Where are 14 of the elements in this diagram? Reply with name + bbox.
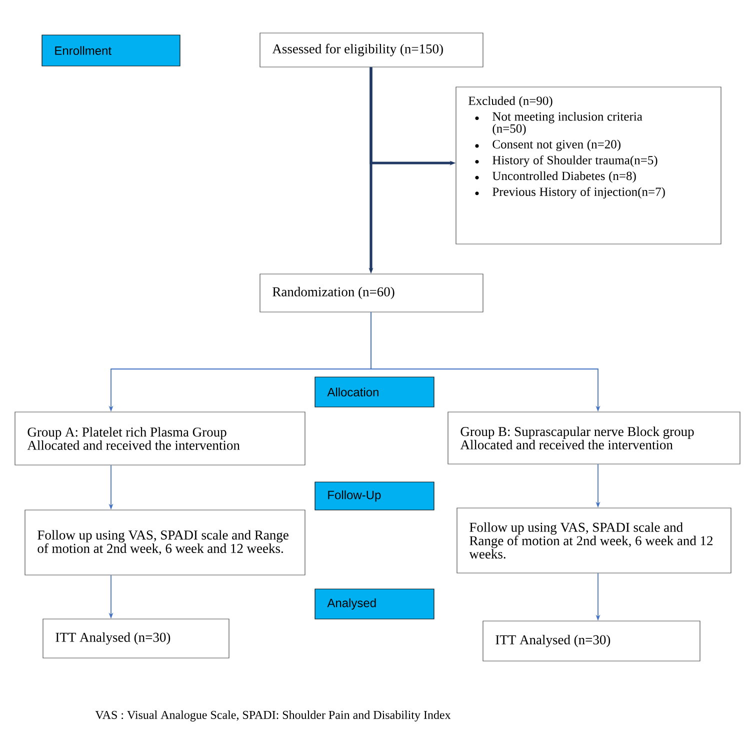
stage-label: Allocation xyxy=(314,376,434,408)
process-box: ITT Analysed (n=30) xyxy=(42,618,230,658)
stage-label: Enrollment xyxy=(42,34,180,66)
process-box: Follow up using VAS, SPADI scale and Range of motion at 2nd week, 6 week and 12 weeks. xyxy=(24,510,306,576)
process-box: Randomization (n=60) xyxy=(260,274,484,312)
process-box: Group B: Suprascapular nerve Block group Allocated and received the intervention xyxy=(448,412,740,464)
process-box: Assessed for eligibility (n=150) xyxy=(260,32,484,68)
exclusion-box: Excluded (n=90) Not meeting inclusion criteria (n=50) Consent not given (n=20) History of Shoulder trauma(n=5) Uncontrolled Diabetes (n=8) Previous History of injection(n=7) xyxy=(456,86,722,244)
process-box: Group A: Platelet rich Plasma Group Allocated and received the intervention xyxy=(14,412,306,466)
process-box: Follow up using VAS, SPADI scale and Range of motion at 2nd week, 6 week and 12 weeks. xyxy=(456,508,732,574)
stage-label: Analysed xyxy=(314,588,434,620)
stage-label: Follow-Up xyxy=(314,482,434,510)
process-box: ITT Analysed (n=30) xyxy=(482,620,700,662)
caption: VAS : Visual Analogue Scale, SPADI: Shoulder Pain and Disability Index xyxy=(95,710,451,722)
